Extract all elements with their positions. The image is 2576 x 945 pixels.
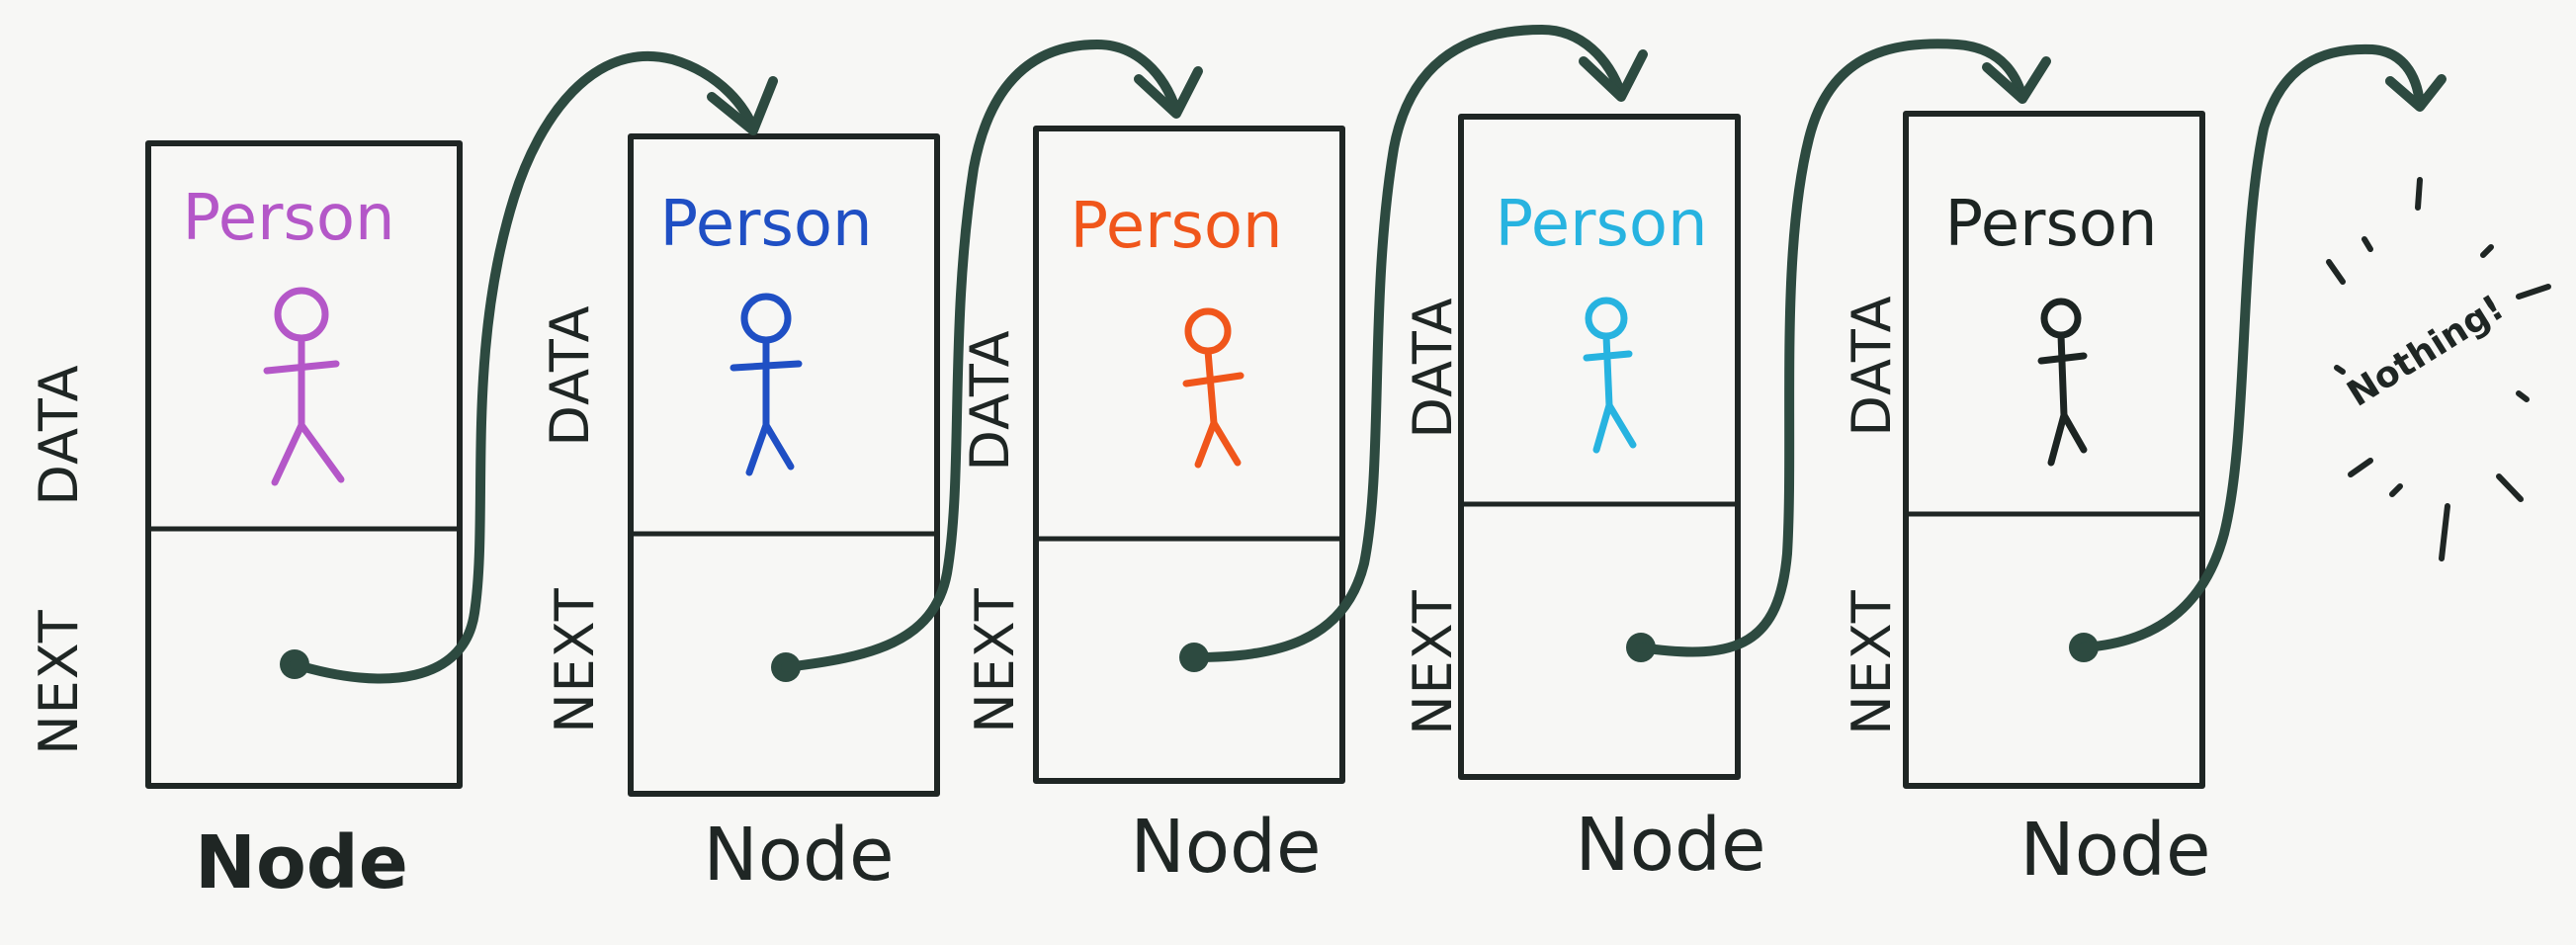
node-5-next-label: NEXT <box>1841 589 1903 735</box>
node-2-caption: Node <box>703 813 894 898</box>
node-5-person-label: Person <box>1944 188 2157 261</box>
node-5: Person DATA NEXT Node <box>1841 111 2211 893</box>
node-4-data-label: DATA <box>1402 297 1464 438</box>
arrow-node-5-to-nothing <box>2079 43 2447 652</box>
node-1-next-label: NEXT <box>28 609 90 755</box>
node-5-box <box>1903 111 2205 789</box>
node-2-box <box>628 133 940 797</box>
node-4-person-label: Person <box>1495 188 1707 261</box>
node-3-person-label: Person <box>1070 190 1282 263</box>
node-2-next-label: NEXT <box>544 587 606 733</box>
node-4-caption: Node <box>1575 803 1765 888</box>
node-3-person-icon <box>1182 307 1245 469</box>
next-arrows <box>290 25 2447 684</box>
node-3-next-label: NEXT <box>964 587 1026 733</box>
arrow-node-3-to-node-4 <box>1189 25 1648 662</box>
node-5-caption: Node <box>2019 808 2210 893</box>
arrow-node-4-to-node-5 <box>1636 39 2051 657</box>
node-2-person-label: Person <box>659 188 872 261</box>
arrow-node-2-to-node-3 <box>781 40 1203 672</box>
node-2-data-label: DATA <box>539 304 601 446</box>
node-3-box <box>1033 126 1345 784</box>
node-2-person-icon <box>730 293 803 476</box>
node-1-box <box>145 140 463 789</box>
arrow-node-1-to-node-2 <box>290 50 778 684</box>
node-1-person-icon <box>263 287 345 486</box>
node-4-box <box>1458 114 1741 780</box>
nothing-marker: Nothing! <box>2326 177 2551 561</box>
node-1: Person DATA NEXT Node <box>28 140 463 905</box>
nothing-burst-lines <box>2326 177 2551 561</box>
node-1-caption: Node <box>195 820 408 905</box>
node-3-caption: Node <box>1130 805 1321 890</box>
node-4: Person DATA NEXT Node <box>1402 114 1766 888</box>
node-1-data-label: DATA <box>28 364 90 505</box>
node-5-data-label: DATA <box>1841 295 1903 436</box>
node-3: Person DATA NEXT Node <box>959 126 1345 890</box>
node-4-person-icon <box>1583 297 1637 454</box>
node-1-person-label: Person <box>182 182 394 255</box>
node-2: Person DATA NEXT Node <box>539 133 940 898</box>
node-3-data-label: DATA <box>959 329 1021 471</box>
node-5-person-icon <box>2037 298 2088 467</box>
nothing-label: Nothing! <box>2341 288 2512 415</box>
node-4-next-label: NEXT <box>1402 589 1464 735</box>
